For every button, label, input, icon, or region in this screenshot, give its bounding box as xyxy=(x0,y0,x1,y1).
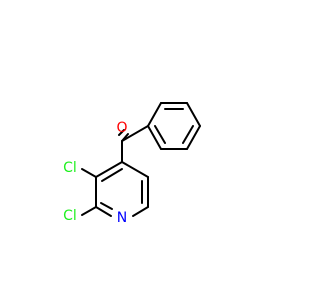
bond-py-n-c2-inner xyxy=(100,202,113,210)
pyridine-ring xyxy=(95,161,149,217)
bond-c2-cl xyxy=(81,206,97,216)
bond-ph-4-inner xyxy=(182,125,194,144)
molecule-canvas: O Cl Cl N xyxy=(0,0,300,300)
nitrogen-label: N xyxy=(117,210,127,226)
oxygen-label: O xyxy=(116,120,127,136)
carbonyl-group xyxy=(118,129,129,142)
chlorine-label-bottom: Cl xyxy=(63,208,77,224)
bond-ph-6-inner xyxy=(154,125,166,144)
background xyxy=(0,0,300,300)
bond-py-n-c2 xyxy=(95,206,112,217)
bond-py-c3-c4 xyxy=(95,161,123,178)
bond-carbonyl-phenyl xyxy=(121,125,149,142)
bond-ph-1 xyxy=(147,102,162,127)
bond-co-1 xyxy=(121,133,129,142)
chlorine-label-top: Cl xyxy=(63,160,77,176)
phenyl-ring xyxy=(147,102,201,150)
bond-ph-6 xyxy=(147,125,162,150)
bond-c3-cl xyxy=(81,168,97,178)
bond-ph-4 xyxy=(186,125,201,150)
bond-co-2 xyxy=(118,129,125,136)
bond-py-c4-c5 xyxy=(121,161,149,178)
bond-ph-3 xyxy=(186,102,201,127)
molecule-structure: O Cl Cl N xyxy=(0,0,300,300)
bond-py-c6-n xyxy=(132,206,149,217)
bond-py-c3-c4-inner xyxy=(101,168,123,182)
